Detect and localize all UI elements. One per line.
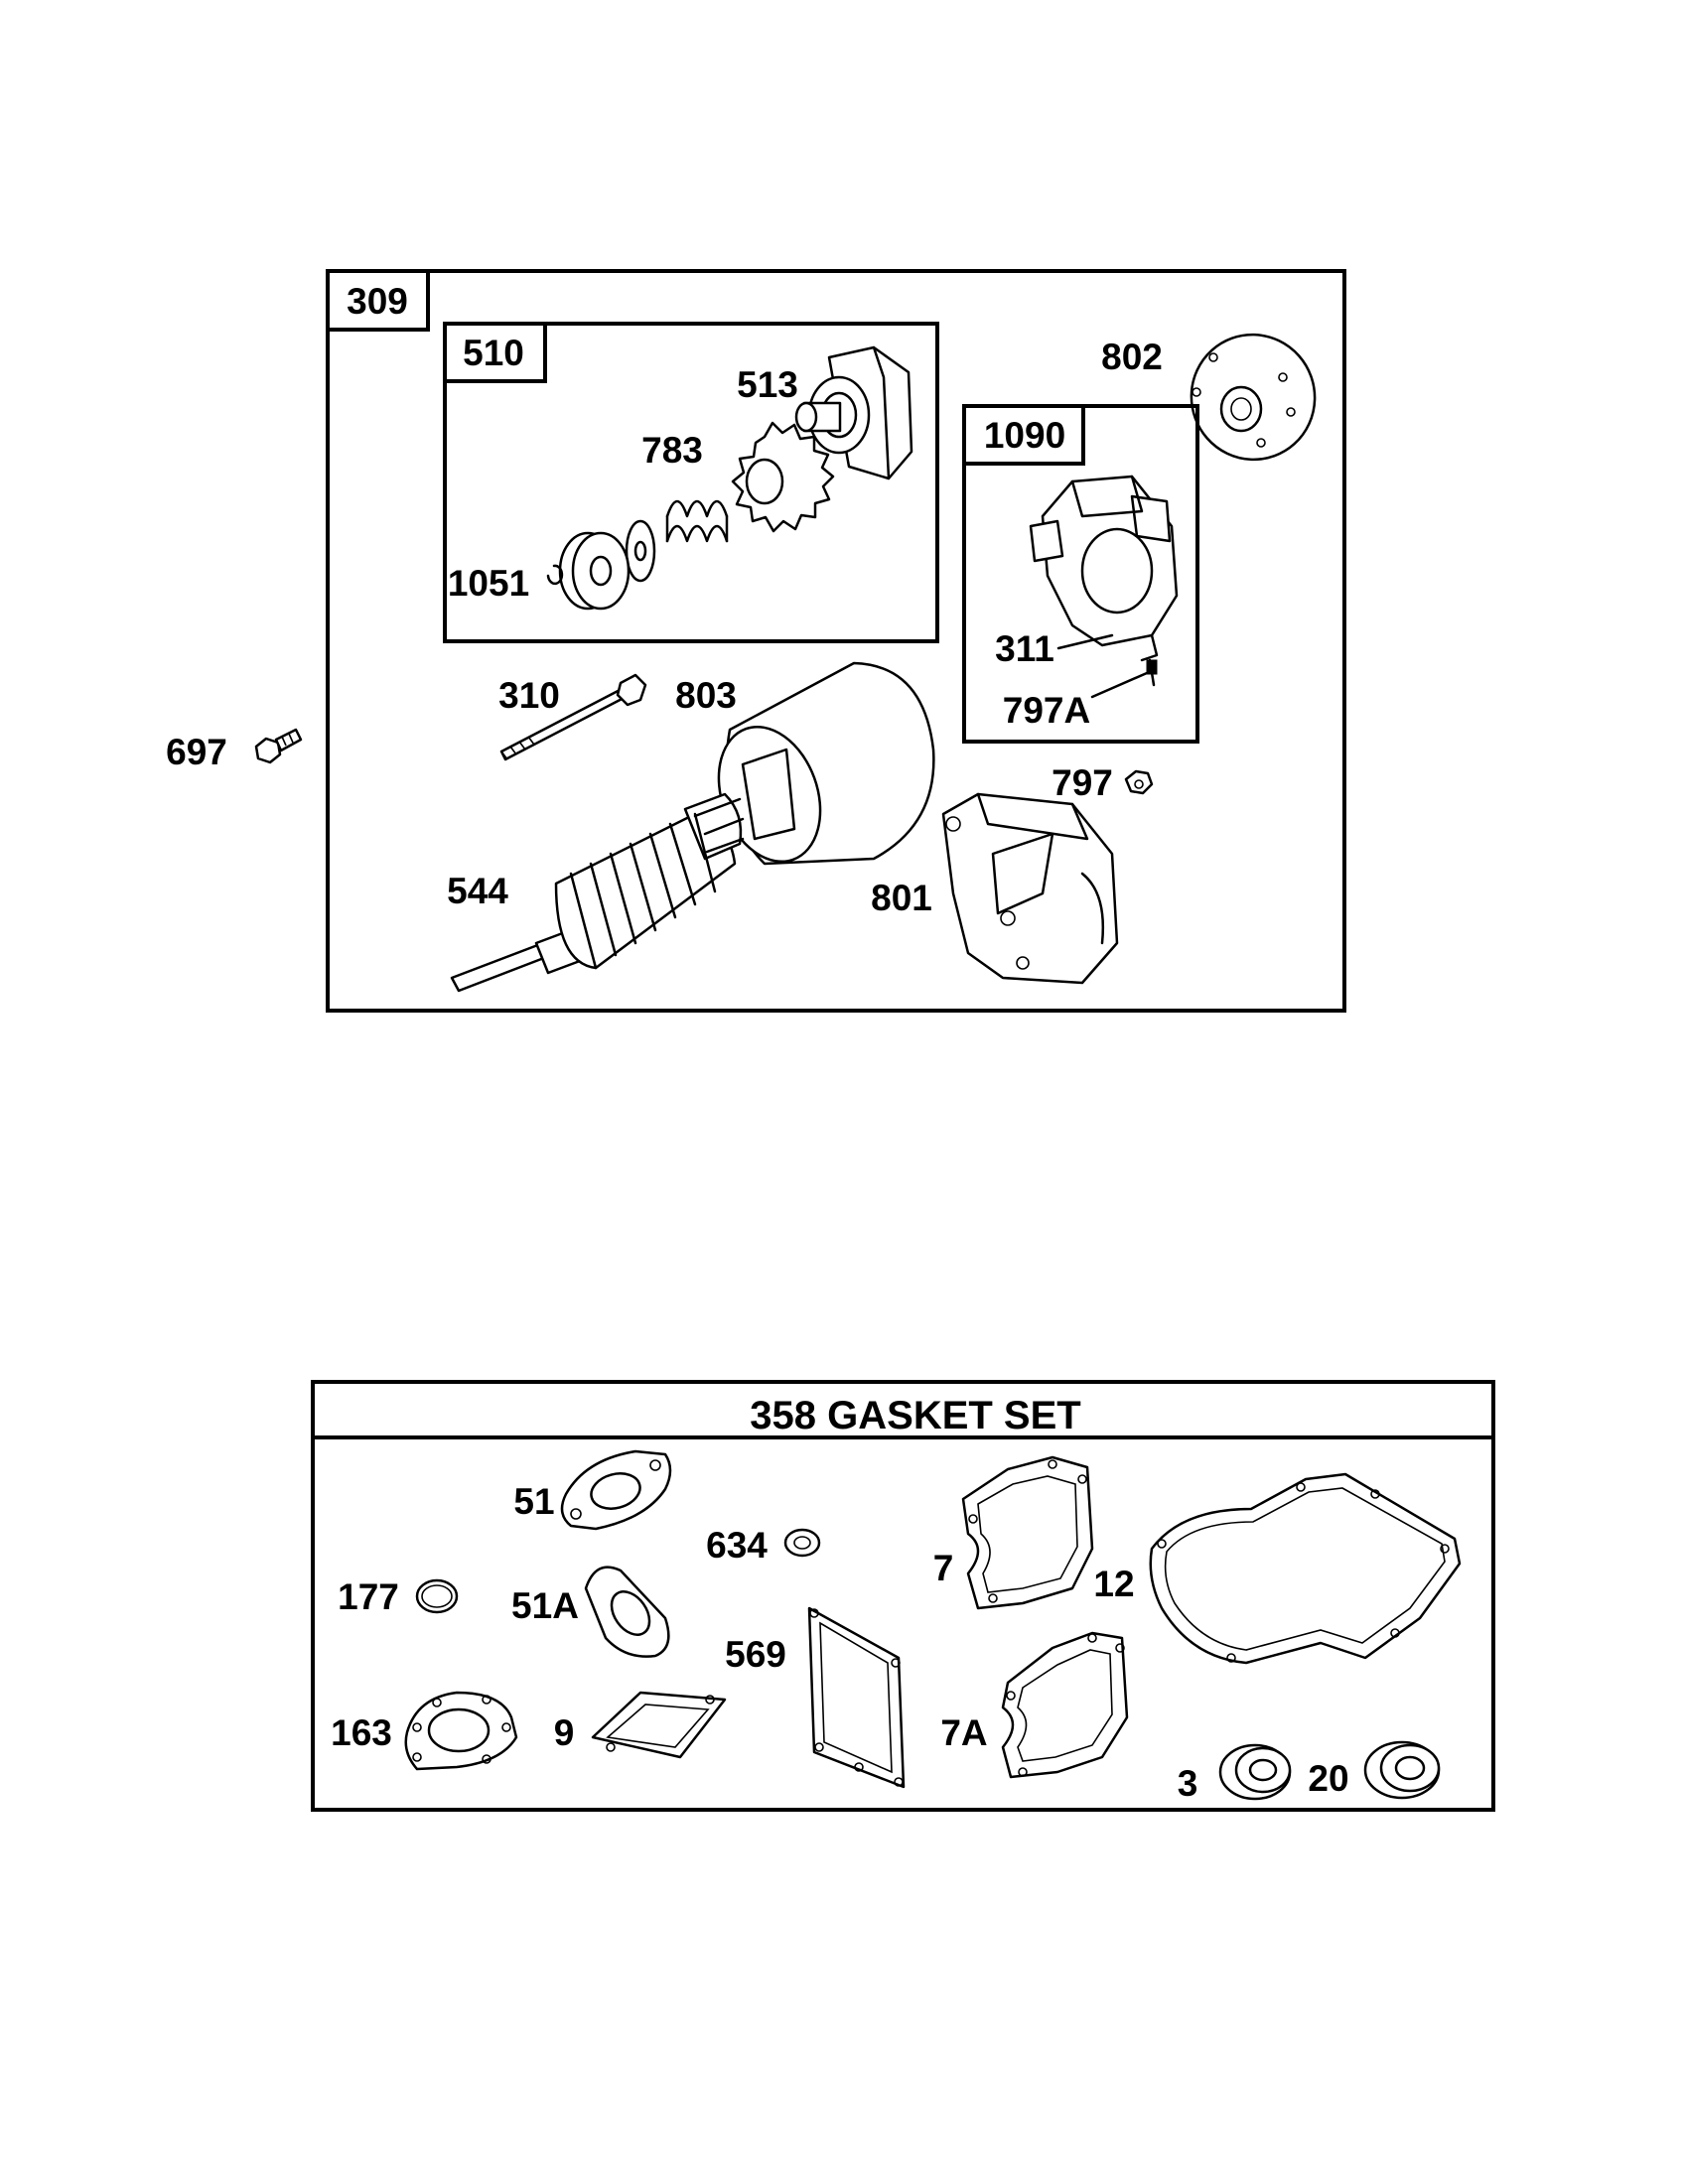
- drive-housing-513: [794, 345, 913, 480]
- drive-spring: [665, 499, 729, 543]
- drive-washer: [625, 519, 656, 583]
- armature-544: [450, 792, 745, 993]
- callout-177: 177: [338, 1576, 399, 1617]
- callout-803: 803: [675, 675, 737, 716]
- pinion-gear-783: [731, 421, 835, 533]
- mounting-bolt-697: [254, 728, 303, 764]
- callout-1051: 1051: [448, 563, 529, 604]
- label-box-510: [443, 322, 547, 383]
- callout-802: 802: [1101, 337, 1163, 377]
- nut-797: [1124, 769, 1154, 795]
- callout-7a: 7A: [940, 1712, 987, 1753]
- callout-163: 163: [331, 1712, 392, 1753]
- gasket-51: [560, 1449, 672, 1531]
- drive-kit-frame: [443, 322, 939, 643]
- leader-311: [1056, 633, 1114, 650]
- seal-634: [783, 1528, 821, 1558]
- gasket-569: [807, 1606, 906, 1789]
- gasket-51a: [584, 1566, 670, 1658]
- callout-12: 12: [1093, 1564, 1134, 1604]
- callout-51: 51: [513, 1481, 554, 1522]
- end-plate-802: [1190, 333, 1317, 462]
- starter-assembly-panel: 309 510 513 783: [326, 269, 1346, 1013]
- gasket-9: [591, 1691, 727, 1759]
- end-cap-801: [941, 792, 1119, 985]
- gasket-12: [1149, 1472, 1462, 1665]
- callout-311: 311: [995, 628, 1054, 669]
- callout-3: 3: [1178, 1763, 1198, 1804]
- gasket-163: [404, 1691, 518, 1771]
- seal-20: [1363, 1740, 1441, 1800]
- gasket-7: [961, 1455, 1094, 1610]
- motor-housing-803: [717, 661, 935, 866]
- label-1090: 1090: [984, 415, 1065, 456]
- retaining-ring-1051: [546, 564, 564, 586]
- starter-assembly-frame: [326, 269, 1346, 1013]
- stop-collar: [558, 531, 631, 611]
- gasket-7a: [1001, 1631, 1129, 1779]
- callout-7: 7: [933, 1548, 954, 1588]
- callout-513: 513: [737, 364, 798, 405]
- callout-697: 697: [166, 732, 227, 772]
- label-box-1090: [962, 404, 1085, 466]
- callout-797: 797: [1052, 762, 1113, 803]
- o-ring-177: [415, 1578, 459, 1614]
- callout-544: 544: [447, 871, 508, 911]
- label-510: 510: [463, 333, 524, 373]
- gasket-set-frame: [311, 1380, 1495, 1812]
- label-box-309: [326, 269, 430, 332]
- gasket-set-title: 358 GASKET SET: [750, 1394, 1080, 1437]
- callout-801: 801: [871, 878, 932, 918]
- callout-310: 310: [498, 675, 560, 716]
- seal-3: [1218, 1743, 1292, 1801]
- callout-783: 783: [641, 430, 703, 471]
- callout-797a: 797A: [1003, 690, 1090, 731]
- callout-20: 20: [1308, 1758, 1348, 1799]
- callout-9: 9: [554, 1712, 575, 1753]
- callout-634: 634: [706, 1525, 768, 1566]
- through-bolt-310: [499, 673, 647, 761]
- callout-569: 569: [725, 1634, 786, 1675]
- gasket-set-panel: 358 GASKET SET 51 634 7: [311, 1380, 1495, 1812]
- label-309: 309: [347, 281, 408, 322]
- callout-51a: 51A: [511, 1585, 579, 1626]
- leader-797a: [1090, 671, 1149, 699]
- brush-holder-311: [1029, 475, 1179, 687]
